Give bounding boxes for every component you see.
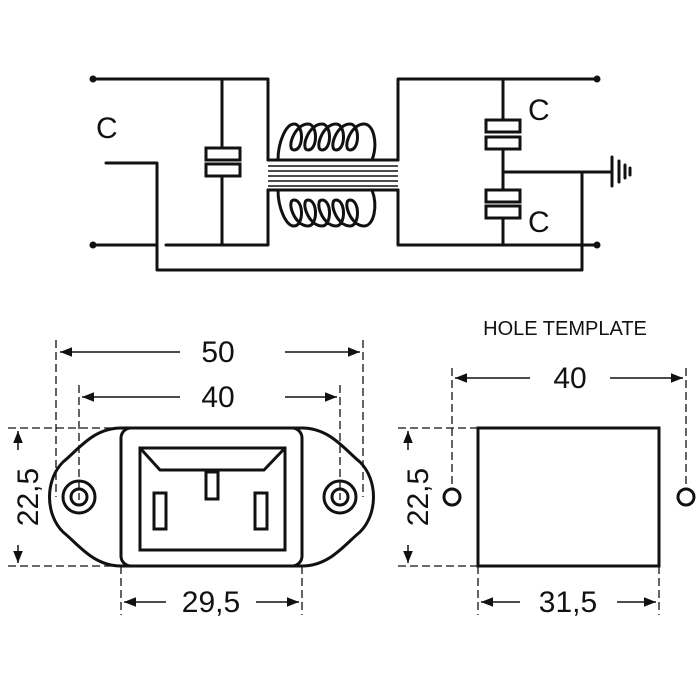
cap-label-right-bottom: C bbox=[528, 206, 550, 239]
socket-front-view: 50 40 22,5 29,5 bbox=[8, 336, 375, 619]
template-dim-40-label: 40 bbox=[553, 362, 586, 395]
dimension-overall-width: 50 bbox=[55, 336, 364, 497]
socket-pin-left bbox=[152, 491, 168, 531]
hole-template-title: HOLE TEMPLATE bbox=[483, 318, 647, 340]
hole-template-view: HOLE TEMPLATE 40 22,5 31,5 bbox=[398, 318, 696, 619]
common-mode-choke bbox=[266, 122, 400, 228]
template-dim-31-5-label: 31,5 bbox=[539, 586, 597, 619]
template-dim-22-5-label: 22,5 bbox=[402, 468, 435, 526]
ground-wire bbox=[104, 155, 632, 272]
filter-schematic: C C C bbox=[89, 75, 632, 272]
template-dimension-cutout-width: 31,5 bbox=[477, 566, 660, 619]
socket-pin-right bbox=[253, 491, 269, 531]
dimension-body-width: 29,5 bbox=[120, 566, 303, 619]
y-capacitor-top bbox=[484, 77, 522, 192]
dim-22-5-label: 22,5 bbox=[12, 468, 45, 526]
socket-pin-earth bbox=[204, 470, 220, 501]
template-hole-left bbox=[442, 487, 462, 507]
template-dimension-height: 22,5 bbox=[398, 427, 478, 567]
dim-29-5-label: 29,5 bbox=[182, 586, 240, 619]
dim-50-label: 50 bbox=[201, 336, 234, 369]
template-hole-right bbox=[676, 487, 696, 507]
panel-cutout bbox=[476, 426, 661, 568]
template-dimension-hole-spacing: 40 bbox=[451, 362, 687, 485]
cap-label-left: C bbox=[96, 112, 118, 145]
top-line-wire bbox=[89, 75, 601, 162]
bottom-line-wire bbox=[89, 188, 601, 249]
dimension-height: 22,5 bbox=[8, 427, 121, 567]
dimension-hole-spacing: 40 bbox=[78, 381, 341, 500]
dim-40-label: 40 bbox=[201, 381, 234, 414]
x-capacitor bbox=[204, 77, 242, 247]
y-capacitor-bottom bbox=[484, 188, 522, 247]
cap-label-right-top: C bbox=[528, 94, 550, 127]
